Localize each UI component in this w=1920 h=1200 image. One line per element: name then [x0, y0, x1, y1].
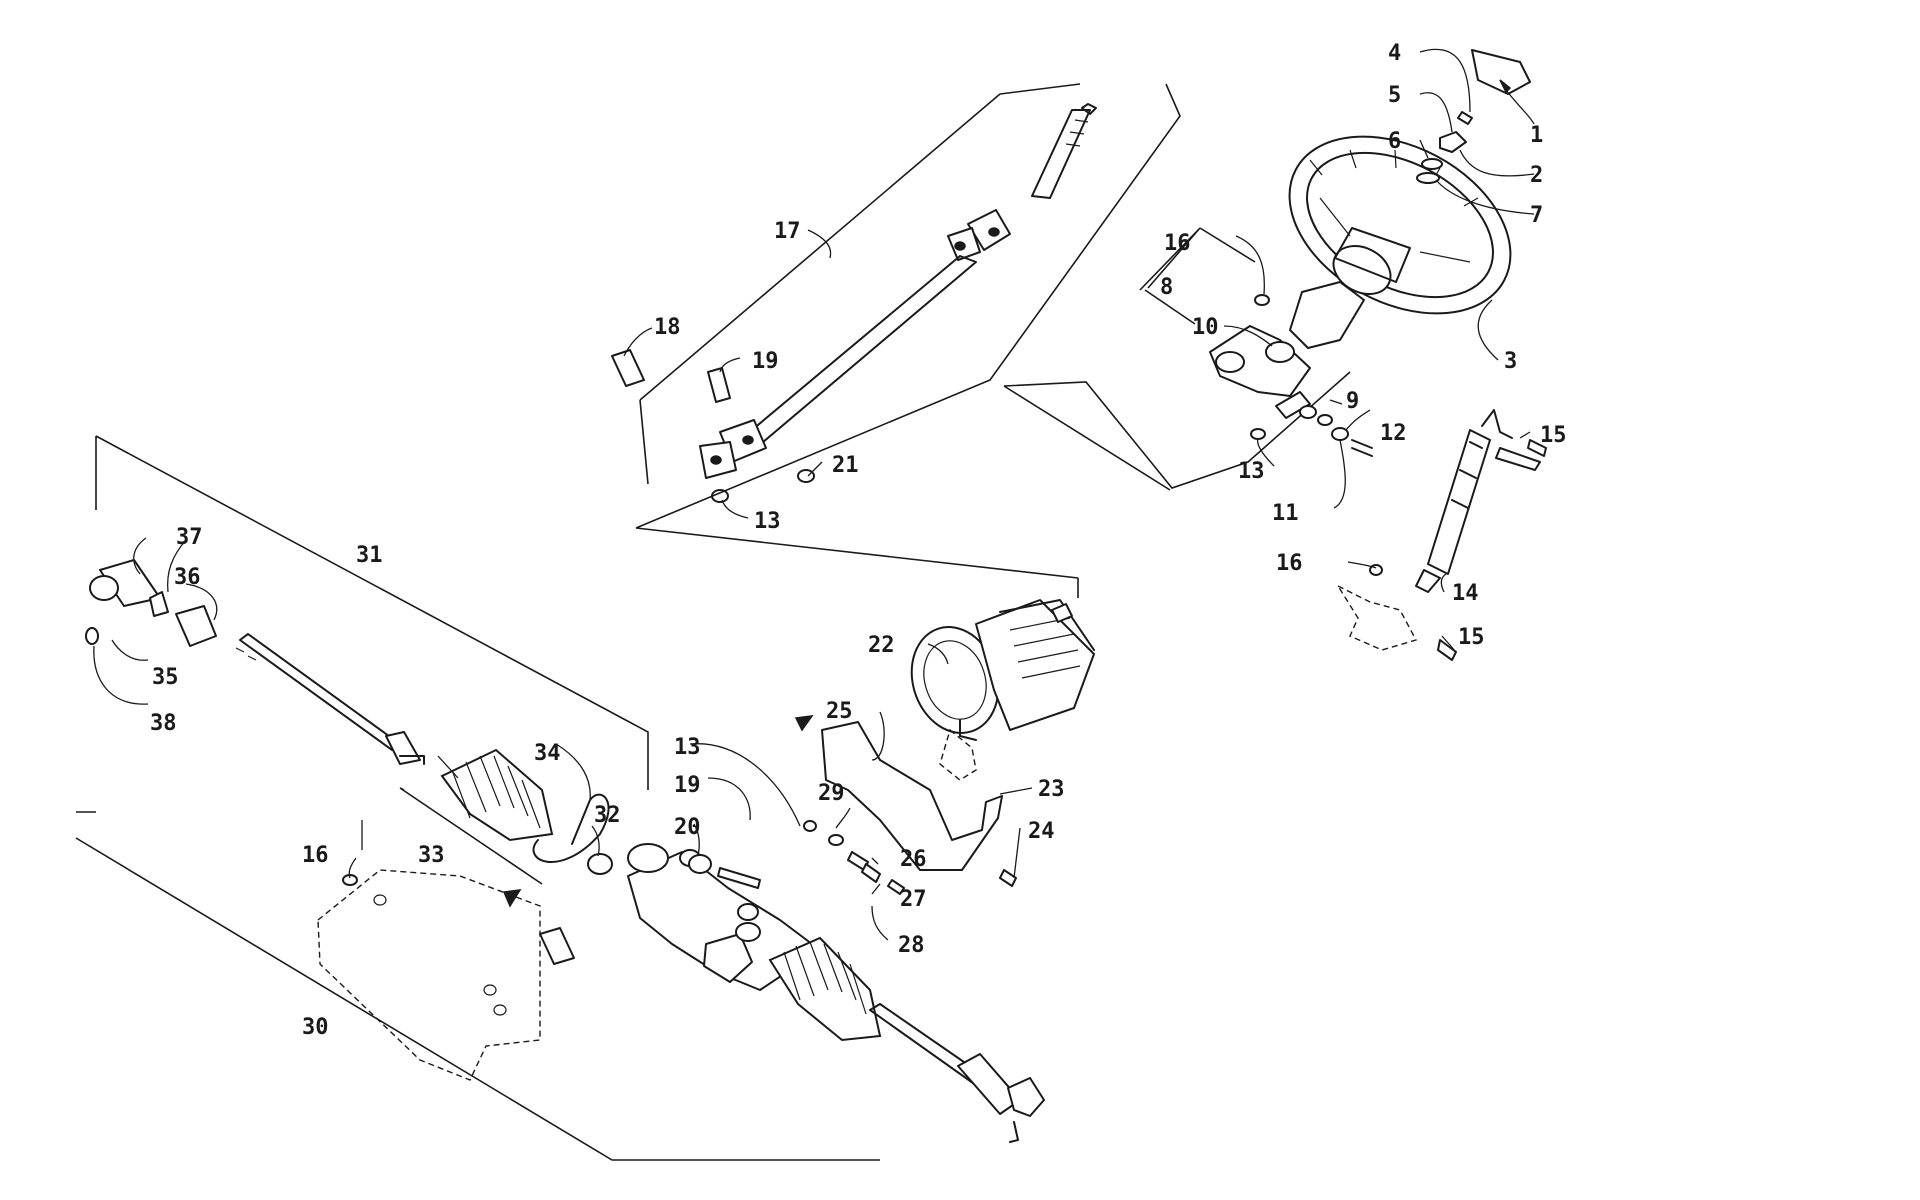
callout-7: 7: [1530, 203, 1543, 228]
callout-11: 11: [1272, 501, 1299, 526]
shaft-group-frame: [635, 83, 1181, 579]
callout-29: 29: [818, 781, 845, 806]
rack-group-frame: [75, 435, 880, 1161]
callout-28: 28: [898, 933, 925, 958]
callout-26: 26: [900, 847, 927, 872]
steering-wheel-icon: [1288, 135, 1512, 315]
callout-35: 35: [152, 665, 179, 690]
column-group-frame: [1139, 227, 1256, 291]
callout-3: 3: [1504, 349, 1517, 374]
steering-cap-icon: [1471, 49, 1531, 95]
callout-21: 21: [832, 453, 859, 478]
callout-17: 17: [774, 219, 801, 244]
callout-19-rack: 19: [674, 773, 701, 798]
callout-16-rack: 16: [302, 843, 329, 868]
callout-34: 34: [534, 741, 561, 766]
callout-13-shaft: 13: [754, 509, 781, 534]
steering-column-upper-icon: [1209, 281, 1365, 419]
callout-4: 4: [1388, 41, 1401, 66]
callout-24: 24: [1028, 819, 1055, 844]
callout-16-column: 16: [1164, 231, 1191, 256]
callout-36: 36: [174, 565, 201, 590]
callout-38: 38: [150, 711, 177, 736]
callout-10: 10: [1192, 315, 1219, 340]
callout-6: 6: [1388, 129, 1401, 154]
damper-bracket-icon: [1336, 584, 1418, 651]
callout-14: 14: [1452, 581, 1479, 606]
callout-2: 2: [1530, 163, 1543, 188]
steering-shaft-icon: [699, 103, 1097, 479]
callout-37: 37: [176, 525, 203, 550]
callout-16-damper: 16: [1276, 551, 1303, 576]
callout-9: 9: [1346, 389, 1359, 414]
callout-labels: 1 2 3 4 5 6 7 8 9 10 11 12 13 13 13 14 1…: [150, 41, 1567, 1040]
rack-mount-plate-icon: [317, 869, 541, 1081]
callout-19-shaft: 19: [752, 349, 779, 374]
callout-31: 31: [356, 543, 383, 568]
direction-marker-icon: [502, 889, 522, 908]
steering-damper-icon: [1415, 409, 1547, 593]
direction-marker-icon: [794, 715, 814, 732]
eps-motor-icon: [910, 599, 1095, 741]
callout-13-rack: 13: [674, 735, 701, 760]
column-bolts-icon: [1250, 294, 1373, 457]
callout-12: 12: [1380, 421, 1407, 446]
leader-lines: [93, 48, 1535, 941]
callout-20: 20: [674, 815, 701, 840]
callout-18: 18: [654, 315, 681, 340]
callout-33: 33: [418, 843, 445, 868]
callout-30: 30: [302, 1015, 329, 1040]
callout-32: 32: [594, 803, 621, 828]
hub-fasteners-icon: [1416, 111, 1473, 184]
eps-bracket-icon: [821, 721, 1003, 871]
callout-22: 22: [868, 633, 895, 658]
callout-1: 1: [1530, 123, 1543, 148]
callout-13-right: 13: [1238, 459, 1265, 484]
callout-5: 5: [1388, 83, 1401, 108]
callout-8: 8: [1160, 275, 1173, 300]
callout-23: 23: [1038, 777, 1065, 802]
callout-15-top: 15: [1540, 423, 1567, 448]
callout-27: 27: [900, 887, 927, 912]
callout-15-bottom: 15: [1458, 625, 1485, 650]
callout-25: 25: [826, 699, 853, 724]
